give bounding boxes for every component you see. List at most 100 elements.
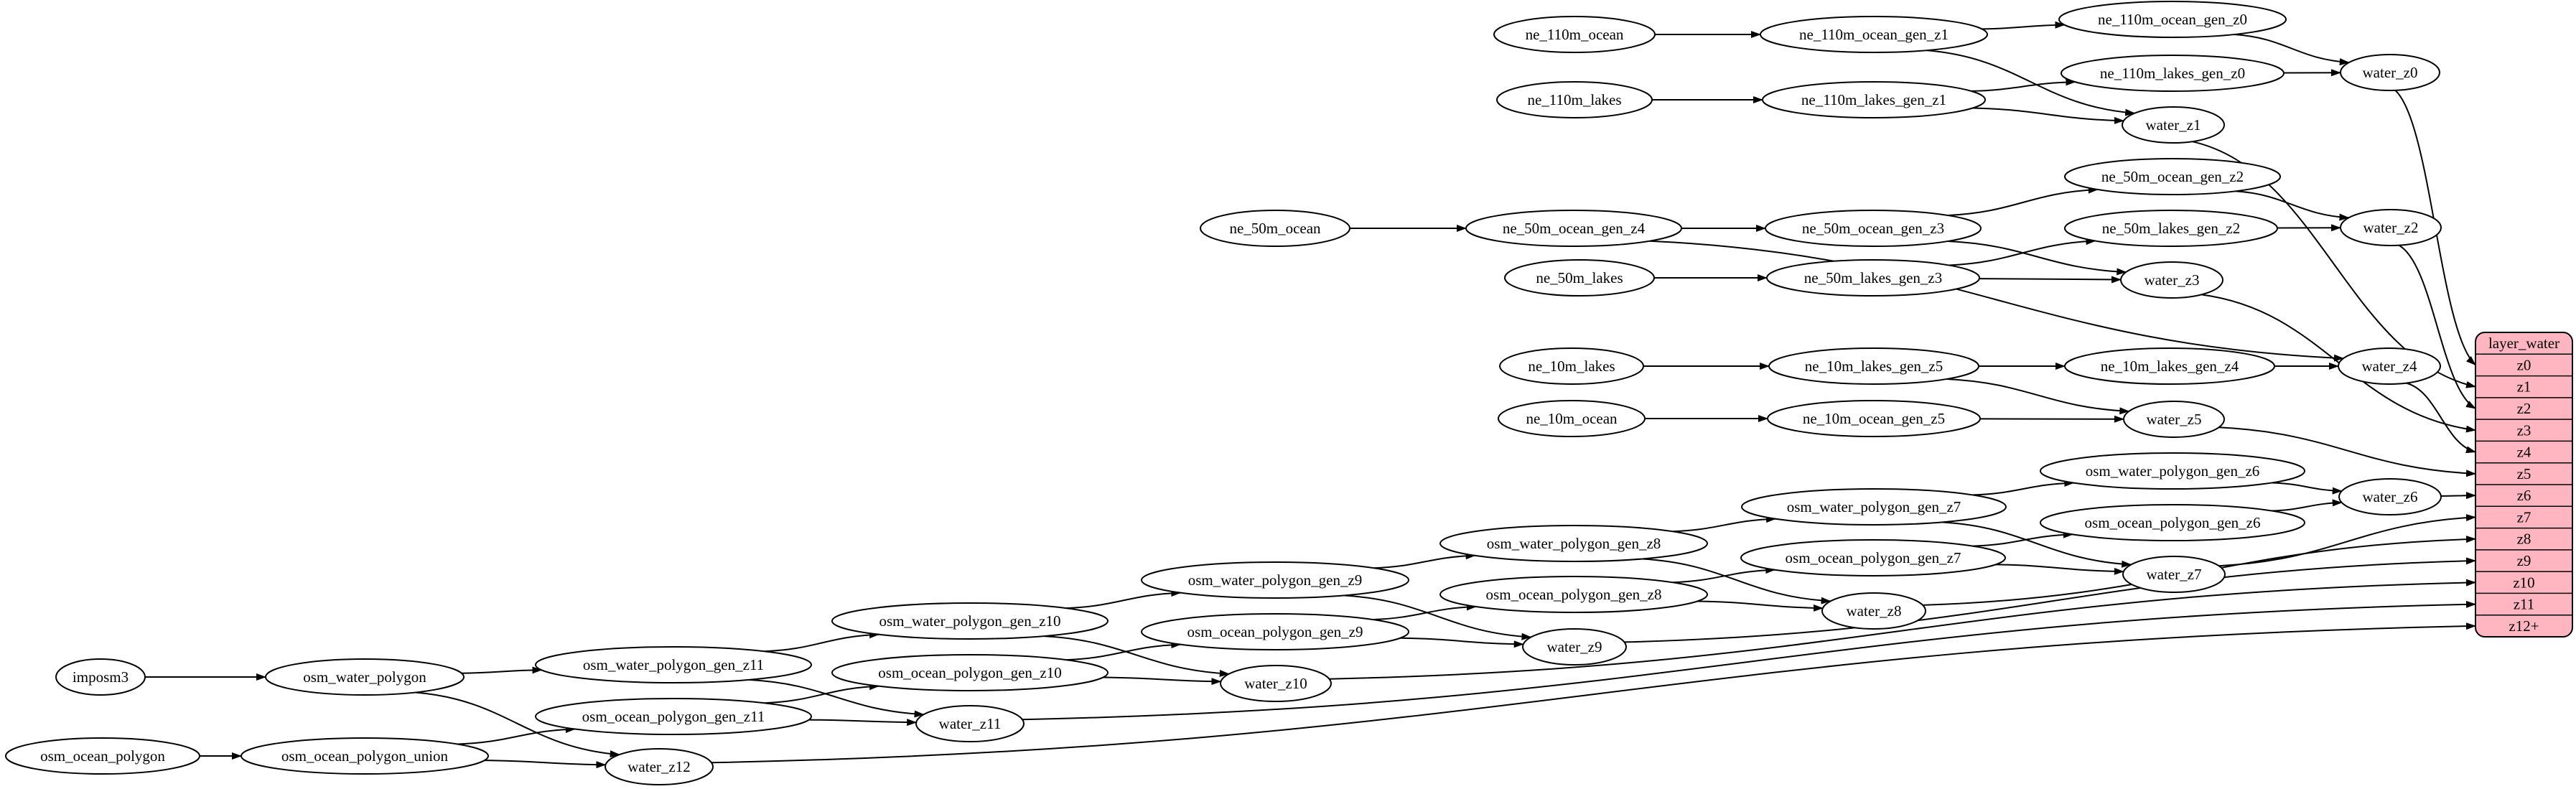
node-ellipse-osm_ocean_polygon_gen_z8	[1439, 576, 1708, 613]
node-label-osm_water_polygon_gen_z11: osm_water_polygon_gen_z11	[583, 656, 764, 673]
edge-ne_50m_ocean_gen_z3-to-ne_50m_ocean_gen_z2	[1948, 186, 2099, 216]
edge-water_z2-to-layer_water-z2	[2399, 244, 2476, 409]
edge-ne_50m_lakes_gen_z3-to-ne_50m_lakes_gen_z2	[1949, 238, 2096, 266]
node-label-water_z11: water_z11	[939, 715, 1002, 732]
node-imposm3: imposm3	[55, 658, 146, 696]
node-label-osm_ocean_polygon_union: osm_ocean_polygon_union	[281, 747, 449, 765]
node-label-ne_110m_ocean_gen_z0: ne_110m_ocean_gen_z0	[2098, 11, 2247, 28]
node-label-water_z0: water_z0	[2363, 64, 2418, 81]
node-ellipse-ne_50m_lakes	[1504, 259, 1655, 297]
node-ellipse-water_z1	[2122, 106, 2225, 144]
node-osm_ocean_polygon_gen_z6: osm_ocean_polygon_gen_z6	[2040, 504, 2305, 541]
node-osm_water_polygon_gen_z10: osm_water_polygon_gen_z10	[831, 602, 1109, 640]
record-row-z4: z4	[2517, 444, 2531, 461]
edge-osm_ocean_polygon_union-to-water_z12	[484, 760, 607, 769]
node-ne_50m_lakes_gen_z2: ne_50m_lakes_gen_z2	[2064, 210, 2278, 247]
node-ellipse-ne_110m_lakes_gen_z0	[2061, 55, 2285, 92]
node-osm_ocean_polygon_gen_z10: osm_ocean_polygon_gen_z10	[831, 654, 1109, 691]
node-label-osm_water_polygon_gen_z6: osm_water_polygon_gen_z6	[2086, 462, 2260, 480]
node-label-water_z4: water_z4	[2362, 358, 2417, 375]
edge-osm_water_polygon_gen_z7-to-osm_water_polygon_gen_z6	[1972, 480, 2075, 496]
edge-osm_water_polygon_gen_z11-to-osm_water_polygon_gen_z10	[764, 631, 879, 653]
node-osm_water_polygon_gen_z9: osm_water_polygon_gen_z9	[1141, 561, 1409, 599]
node-water_z7: water_z7	[2122, 556, 2226, 593]
node-ellipse-ne_50m_ocean_gen_z2	[2064, 158, 2281, 195]
record-title: layer_water	[2488, 335, 2559, 352]
node-water_z1: water_z1	[2122, 106, 2225, 144]
node-label-osm_ocean_polygon_gen_z8: osm_ocean_polygon_gen_z8	[1486, 586, 1662, 603]
node-layer: imposm3 osm_ocean_polygon osm_water_polygo…	[5, 1, 2573, 785]
node-ellipse-ne_50m_lakes_gen_z2	[2064, 210, 2278, 247]
node-ellipse-ne_110m_ocean	[1493, 16, 1656, 53]
node-ne_110m_lakes_gen_z1: ne_110m_lakes_gen_z1	[1762, 81, 1986, 118]
node-water_z10: water_z10	[1220, 665, 1332, 702]
node-label-ne_110m_lakes: ne_110m_lakes	[1527, 91, 1621, 108]
node-label-osm_water_polygon_gen_z8: osm_water_polygon_gen_z8	[1487, 535, 1661, 552]
node-ellipse-osm_ocean_polygon	[5, 737, 200, 775]
node-ellipse-water_z7	[2122, 556, 2226, 593]
node-ellipse-ne_50m_ocean_gen_z3	[1765, 210, 1982, 247]
node-label-osm_ocean_polygon_gen_z9: osm_ocean_polygon_gen_z9	[1187, 623, 1363, 640]
node-ellipse-osm_water_polygon_gen_z9	[1141, 561, 1409, 599]
node-label-osm_ocean_polygon_gen_z10: osm_ocean_polygon_gen_z10	[878, 664, 1061, 681]
edge-water_z7-to-layer_water-z7	[2218, 514, 2476, 567]
node-osm_ocean_polygon: osm_ocean_polygon	[5, 737, 200, 775]
edge-osm_ocean_polygon_gen_z9-to-water_z9	[1400, 637, 1524, 648]
edge-osm_water_polygon_gen_z7-to-water_z7	[1942, 521, 2132, 568]
edge-ne_110m_ocean_gen_z0-to-water_z0	[2234, 34, 2350, 66]
node-osm_ocean_polygon_gen_z7: osm_ocean_polygon_gen_z7	[1740, 539, 2006, 576]
node-label-ne_50m_lakes_gen_z3: ne_50m_lakes_gen_z3	[1804, 269, 1942, 286]
node-ellipse-water_z12	[605, 748, 714, 785]
record-row-z6: z6	[2517, 487, 2531, 504]
edge-osm_water_polygon_gen_z11-to-water_z11	[749, 678, 925, 718]
node-label-osm_water_polygon_gen_z10: osm_water_polygon_gen_z10	[879, 612, 1060, 630]
record-row-z3: z3	[2517, 421, 2531, 439]
node-ellipse-water_z2	[2340, 209, 2442, 246]
node-label-imposm3: imposm3	[73, 668, 129, 686]
node-ellipse-ne_110m_ocean_gen_z1	[1760, 16, 1988, 53]
node-label-ne_50m_ocean: ne_50m_ocean	[1229, 220, 1321, 237]
edge-water_z6-to-layer_water-z6	[2440, 492, 2476, 500]
node-ellipse-ne_10m_lakes	[1499, 347, 1644, 385]
node-osm_water_polygon_gen_z6: osm_water_polygon_gen_z6	[2040, 452, 2305, 490]
node-osm_water_polygon_gen_z7: osm_water_polygon_gen_z7	[1741, 488, 2007, 526]
node-label-water_z7: water_z7	[2147, 566, 2202, 583]
edge-osm_water_polygon_gen_z6-to-water_z6	[2272, 482, 2343, 495]
node-ellipse-osm_water_polygon_gen_z6	[2040, 452, 2305, 490]
edge-osm_water_polygon_gen_z8-to-water_z8	[1642, 558, 1831, 604]
node-label-water_z5: water_z5	[2147, 411, 2202, 428]
record-row-z8: z8	[2517, 531, 2531, 548]
node-ne_110m_lakes: ne_110m_lakes	[1496, 81, 1653, 118]
node-water_z9: water_z9	[1522, 628, 1627, 666]
node-ne_50m_ocean_gen_z2: ne_50m_ocean_gen_z2	[2064, 158, 2281, 195]
node-water_z5: water_z5	[2123, 401, 2225, 438]
node-ellipse-water_z6	[2338, 478, 2442, 515]
node-ellipse-ne_10m_ocean	[1498, 400, 1646, 437]
node-ellipse-osm_water_polygon	[265, 658, 465, 696]
node-ellipse-ne_50m_lakes_gen_z3	[1766, 259, 1980, 297]
node-ne_110m_ocean_gen_z0: ne_110m_ocean_gen_z0	[2058, 1, 2287, 38]
node-ellipse-ne_10m_ocean_gen_z5	[1767, 400, 1981, 437]
node-ne_110m_ocean: ne_110m_ocean	[1493, 16, 1656, 53]
node-label-ne_10m_lakes: ne_10m_lakes	[1528, 358, 1615, 375]
node-water_z8: water_z8	[1821, 592, 1926, 630]
edge-osm_water_polygon_gen_z9-to-osm_water_polygon_gen_z8	[1373, 552, 1476, 569]
node-ellipse-osm_ocean_polygon_gen_z10	[831, 654, 1109, 691]
edge-water_z12-to-layer_water-z12+	[711, 622, 2476, 764]
edge-osm_water_polygon_gen_z9-to-water_z9	[1343, 594, 1532, 640]
edge-osm_ocean_polygon_gen_z8-to-osm_ocean_polygon_gen_z7	[1672, 566, 1776, 584]
node-ne_110m_ocean_gen_z1: ne_110m_ocean_gen_z1	[1760, 16, 1988, 53]
node-label-ne_110m_lakes_gen_z0: ne_110m_lakes_gen_z0	[2100, 65, 2245, 82]
node-label-water_z3: water_z3	[2145, 271, 2200, 289]
node-ellipse-imposm3	[55, 658, 146, 696]
node-water_z0: water_z0	[2340, 54, 2440, 91]
node-ellipse-water_z0	[2340, 54, 2440, 91]
edge-osm_ocean_polygon_gen_z11-to-osm_ocean_polygon_gen_z10	[764, 683, 879, 704]
node-ellipse-osm_water_polygon_gen_z7	[1741, 488, 2007, 526]
node-ne_10m_lakes_gen_z4: ne_10m_lakes_gen_z4	[2064, 347, 2275, 385]
node-ellipse-water_z5	[2123, 401, 2225, 438]
edge-layer	[144, 21, 2476, 769]
node-label-water_z8: water_z8	[1847, 602, 1902, 620]
node-ne_50m_ocean_gen_z3: ne_50m_ocean_gen_z3	[1765, 210, 1982, 247]
